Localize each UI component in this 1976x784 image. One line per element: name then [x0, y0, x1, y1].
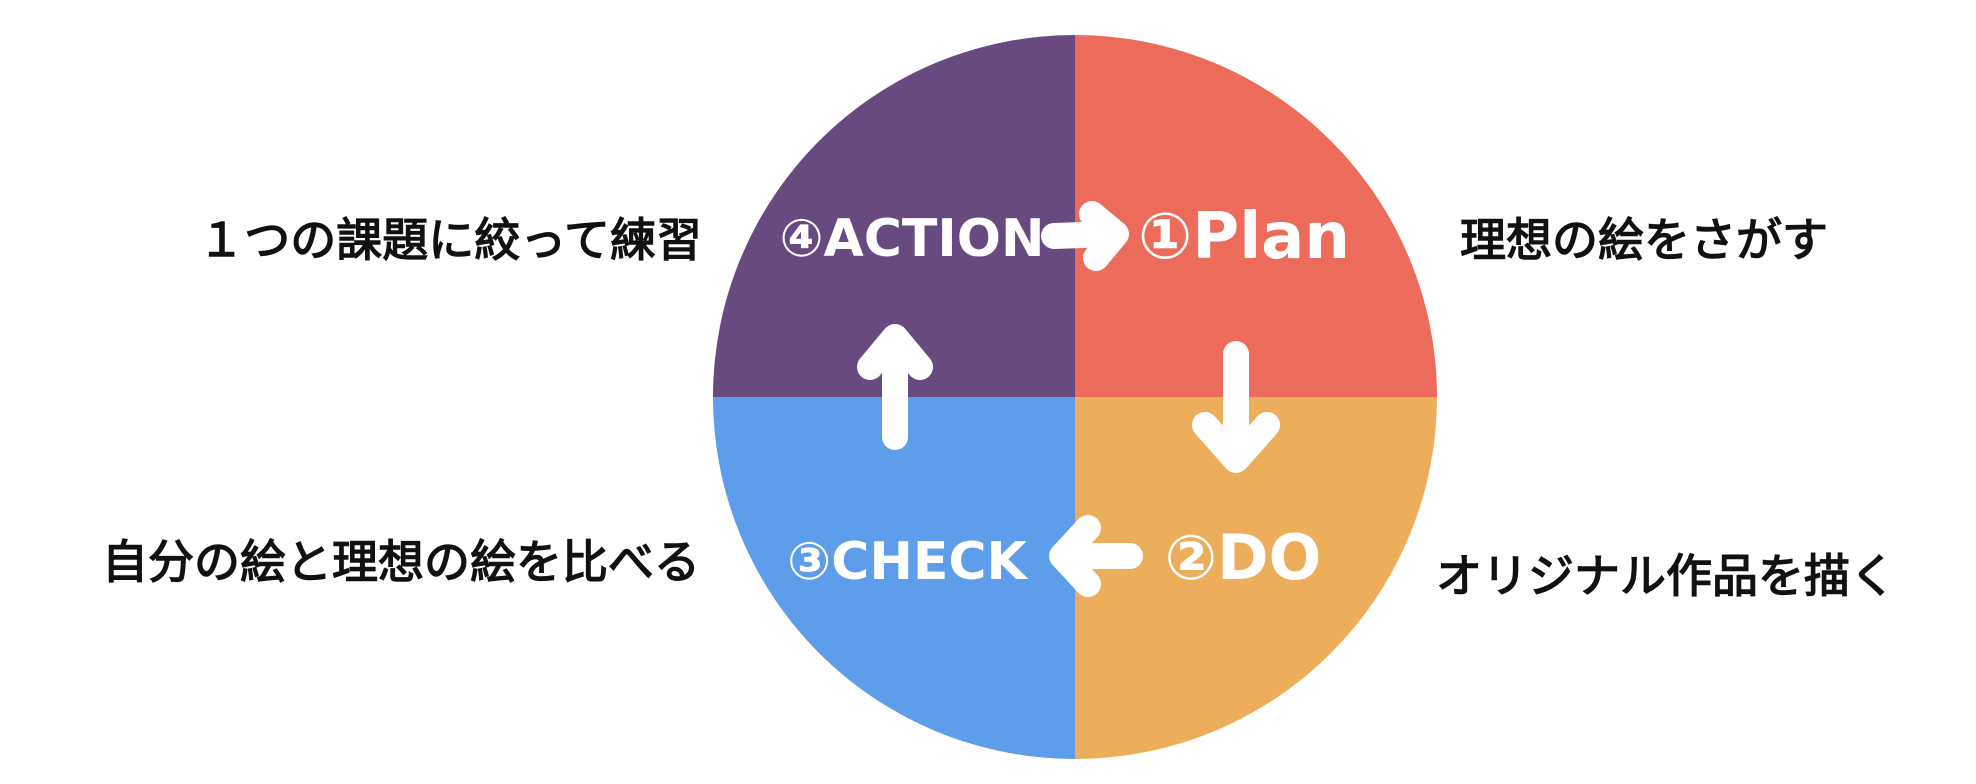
stage-label-do: ②DO [1165, 521, 1322, 594]
description-plan: 理想の絵をさがす [1460, 213, 1828, 267]
description-check: 自分の絵と理想の絵を比べる [102, 535, 700, 589]
quadrant-do [1075, 397, 1437, 759]
description-action: １つの課題に絞って練習 [198, 213, 702, 267]
quadrant-check [713, 397, 1075, 759]
description-do: オリジナル作品を描く [1436, 549, 1896, 603]
arrow-do-to-check-icon [1049, 515, 1143, 597]
stage-label-action: ④ACTION [780, 209, 1045, 269]
stage-label-check: ③CHECK [787, 532, 1028, 592]
arrow-plan-to-do-icon [1192, 341, 1280, 473]
quadrant-plan [1075, 35, 1437, 397]
arrow-check-to-action-icon [857, 324, 933, 450]
stage-label-plan: ①Plan [1138, 200, 1350, 274]
quadrant-action [713, 35, 1075, 397]
arrow-action-to-plan-icon [1041, 201, 1129, 271]
